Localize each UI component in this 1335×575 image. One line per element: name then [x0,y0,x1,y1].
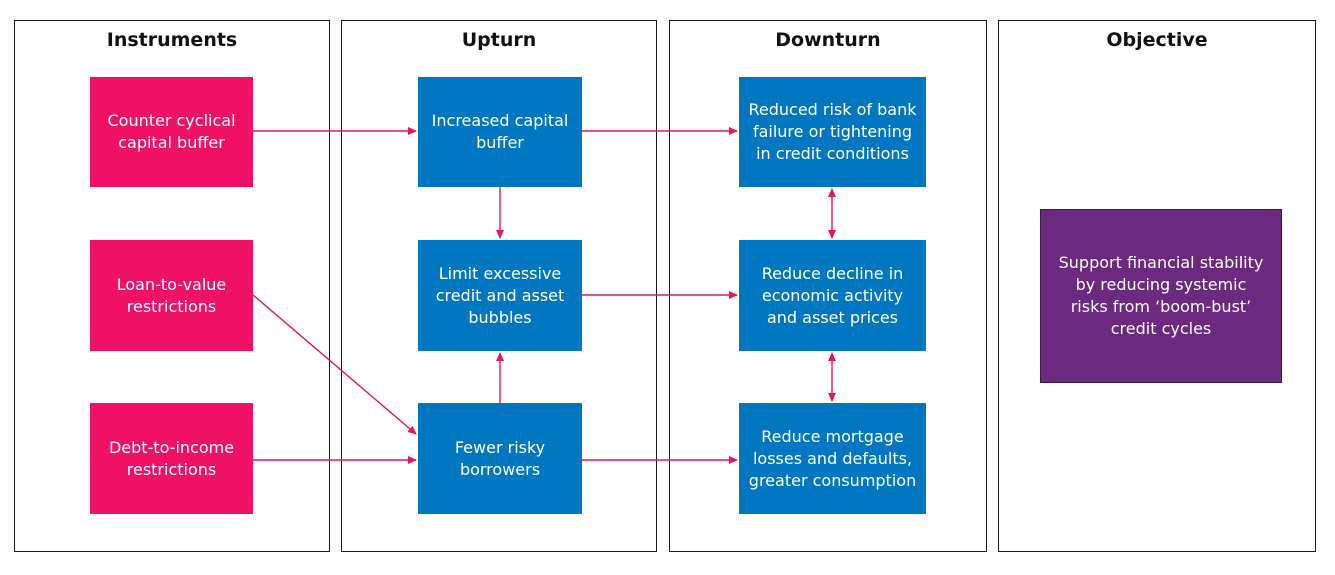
upturn-heading: Upturn [461,29,537,51]
instrument-countercyclical-capital-buffer: Counter cyclical capital buffer [90,77,253,187]
instruments-heading: Instruments [106,29,238,51]
upturn-limit-excessive-credit: Limit excessive credit and asset bubbles [418,240,582,351]
upturn-fewer-risky-borrowers: Fewer risky borrowers [418,403,582,514]
downturn-reduce-mortgage-losses: Reduce mortgage losses and defaults, gre… [739,403,926,514]
objective-heading: Objective [1106,29,1208,51]
objective-financial-stability: Support financial stability by reducing … [1040,209,1282,383]
downturn-reduced-risk-bank-failure: Reduced risk of bank failure or tighteni… [739,77,926,187]
instrument-loan-to-value-restrictions: Loan-to-value restrictions [90,240,253,351]
downturn-reduce-decline-economic-activity: Reduce decline in economic activity and … [739,240,926,351]
downturn-heading: Downturn [775,29,881,51]
upturn-increased-capital-buffer: Increased capital buffer [418,77,582,187]
instrument-debt-to-income-restrictions: Debt-to-income restrictions [90,403,253,514]
